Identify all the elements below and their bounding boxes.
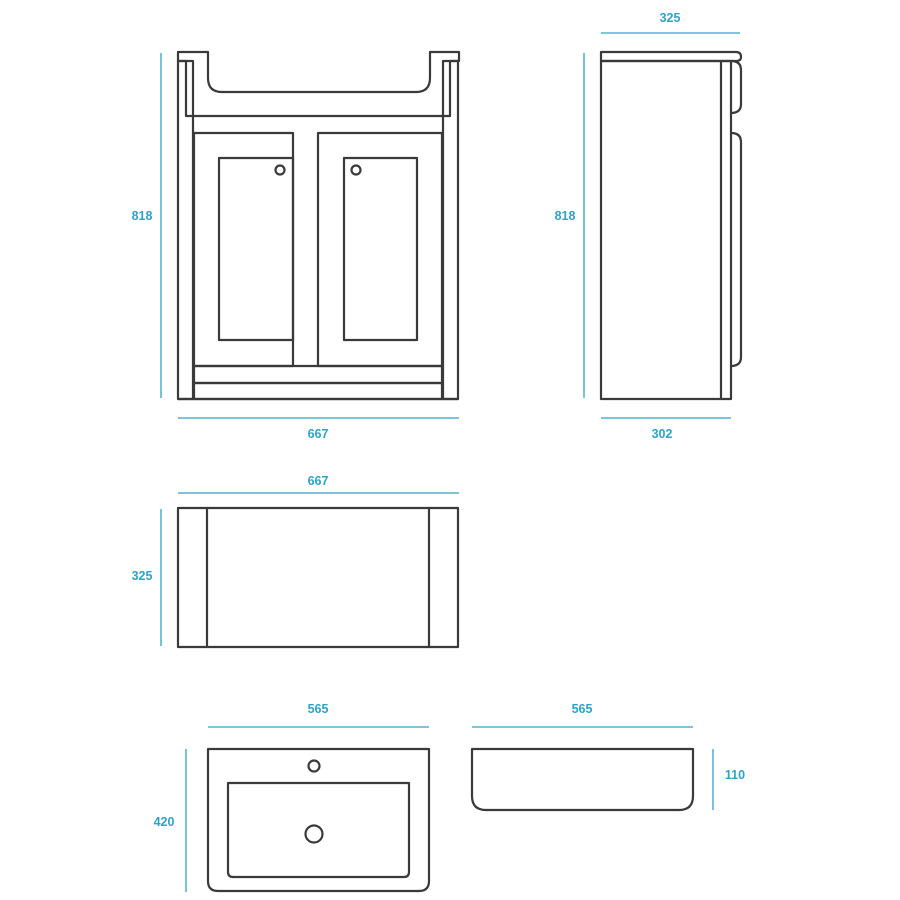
side-view: 325 818 302 [555,11,743,441]
side-view-outline [599,50,743,401]
basin-side-outline [470,747,695,812]
plan-view-outline [176,506,460,649]
front-view: 818 667 [132,50,461,441]
front-width-label: 667 [308,427,329,441]
basin-top-width-label: 565 [308,702,329,716]
side-base-depth-label: 302 [652,427,673,441]
basin-height-label: 110 [725,768,745,782]
plan-width-label: 667 [308,474,329,488]
right-door-knob-icon [350,164,362,176]
basin-side-width-label: 565 [572,702,593,716]
drain-hole-icon [304,824,324,844]
basin-side-view: 565 110 [470,702,745,812]
side-top-depth-label: 325 [660,11,681,25]
basin-top-view: 565 420 [154,702,431,893]
plan-view: 667 325 [132,474,460,649]
side-height-label: 818 [555,209,576,223]
basin-depth-label: 420 [154,815,175,829]
front-view-outline [176,50,461,401]
tap-hole-icon [307,759,321,773]
left-door-knob-icon [274,164,286,176]
front-height-label: 818 [132,209,153,223]
basin-top-outline [206,747,431,893]
plan-depth-label: 325 [132,569,153,583]
